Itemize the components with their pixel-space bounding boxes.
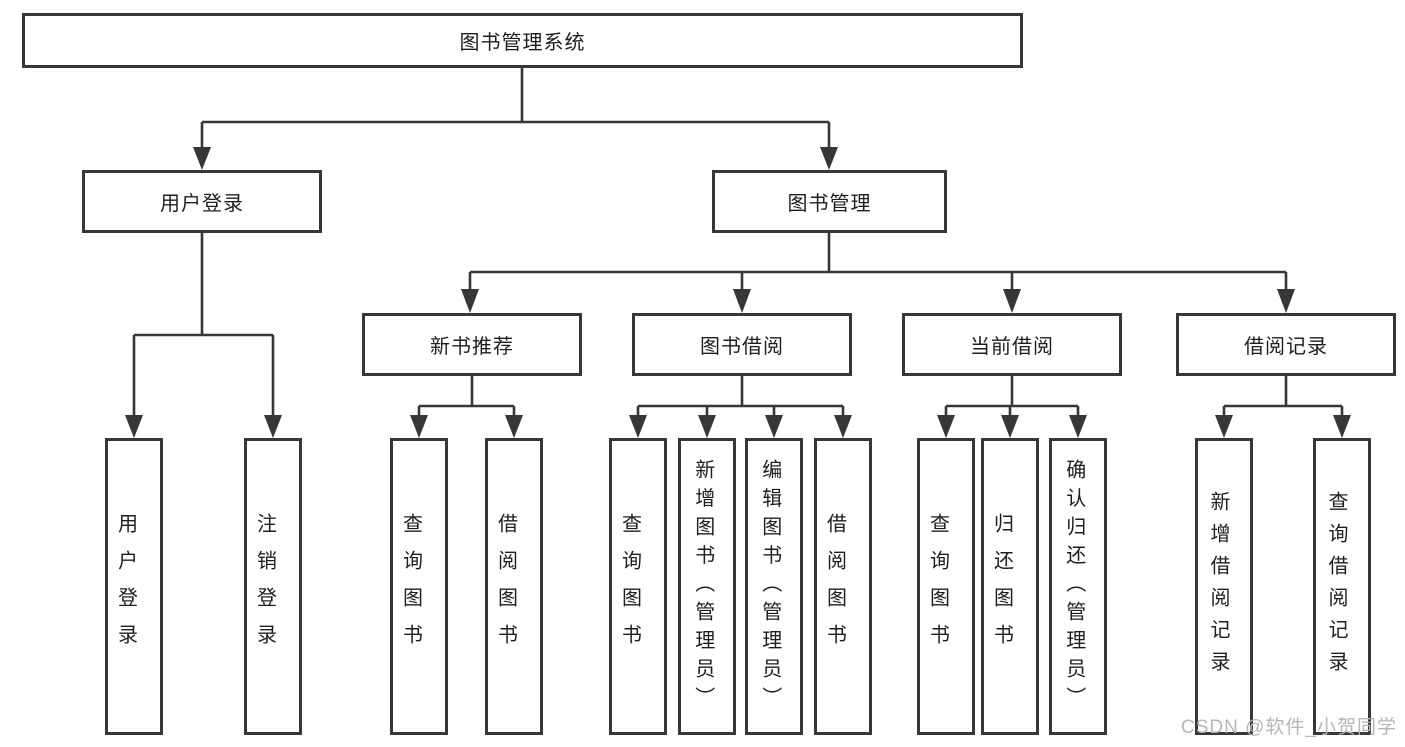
node-current-borrowing-label: 当前借阅 [970, 336, 1054, 358]
node-query-borrow-record: 查询借阅记录 [1313, 438, 1371, 735]
node-query-books-recommend: 查询图书 [390, 438, 448, 735]
node-add-book-admin: 新增图书（管理员） [678, 438, 736, 735]
connector-current-to-leaves [937, 376, 1087, 438]
connector-borrow-to-leaves [629, 376, 852, 438]
csdn-watermark: CSDN @软件_小贺同学 [1181, 717, 1397, 738]
node-confirm-return-admin-label: 确认归还（管理员） [1062, 458, 1085, 715]
node-query-books-current-label: 查询图书 [926, 512, 949, 661]
node-user-login-branch-label: 用户登录 [160, 193, 244, 215]
node-book-borrowing: 图书借阅 [632, 313, 852, 376]
node-borrow-books-leaf: 借阅图书 [814, 438, 872, 735]
node-root: 图书管理系统 [22, 13, 1023, 68]
node-root-label: 图书管理系统 [459, 32, 586, 54]
node-borrowing-records-label: 借阅记录 [1244, 336, 1328, 358]
node-user-login-leaf-label: 用户登录 [114, 512, 137, 661]
node-add-book-admin-label: 新增图书（管理员） [691, 458, 714, 715]
node-borrow-books-recommend: 借阅图书 [485, 438, 543, 735]
connector-root-to-level2 [193, 68, 838, 170]
node-user-login-branch: 用户登录 [82, 170, 322, 233]
node-return-book-label: 归还图书 [990, 512, 1013, 661]
node-return-book: 归还图书 [981, 438, 1039, 735]
node-current-borrowing: 当前借阅 [902, 313, 1122, 376]
connector-bookmgmt-to-level3 [461, 232, 1295, 313]
connector-newbook-to-leaves [410, 376, 523, 438]
node-logout-leaf-label: 注销登录 [253, 512, 276, 661]
node-logout-leaf: 注销登录 [244, 438, 302, 735]
node-new-book-recommendation: 新书推荐 [362, 313, 582, 376]
node-add-borrow-record: 新增借阅记录 [1195, 438, 1253, 735]
node-confirm-return-admin: 确认归还（管理员） [1049, 438, 1107, 735]
node-query-books-current: 查询图书 [917, 438, 975, 735]
node-query-books-recommend-label: 查询图书 [399, 512, 422, 661]
node-borrow-books-leaf-label: 借阅图书 [823, 512, 846, 661]
node-new-book-recommendation-label: 新书推荐 [430, 336, 514, 358]
connector-records-to-leaves [1215, 376, 1351, 438]
node-borrow-books-recommend-label: 借阅图书 [494, 512, 517, 661]
node-user-login-leaf: 用户登录 [105, 438, 163, 735]
node-book-management: 图书管理 [712, 170, 947, 233]
node-edit-book-admin-label: 编辑图书（管理员） [758, 458, 781, 715]
connector-userlogin-to-leaves [125, 232, 282, 438]
node-book-management-label: 图书管理 [787, 193, 872, 215]
node-book-borrowing-label: 图书借阅 [700, 336, 784, 358]
node-add-borrow-record-label: 新增借阅记录 [1207, 490, 1229, 683]
node-borrowing-records: 借阅记录 [1176, 313, 1396, 376]
node-edit-book-admin: 编辑图书（管理员） [745, 438, 803, 735]
node-query-borrow-record-label: 查询借阅记录 [1325, 490, 1347, 683]
node-query-books-borrowing: 查询图书 [609, 438, 667, 735]
node-query-books-borrowing-label: 查询图书 [618, 512, 641, 661]
